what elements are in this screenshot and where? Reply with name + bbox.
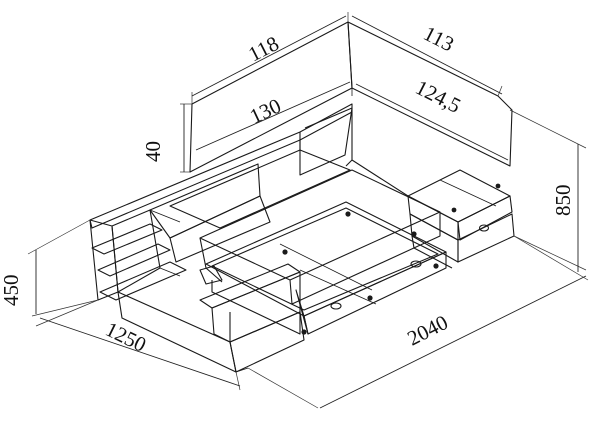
dim-1250: 1250 [102, 317, 150, 357]
dim-130: 130 [246, 93, 285, 128]
dim-2040: 2040 [403, 310, 451, 350]
side-drawer-unit [299, 112, 515, 269]
bed-frame [89, 103, 441, 373]
dim-124-5: 124,5 [412, 75, 465, 118]
dim-850: 850 [551, 185, 575, 217]
dimension-labels: 118 113 130 124,5 40 450 850 1250 2040 [0, 21, 575, 357]
center-drawer [205, 201, 447, 335]
dimension-lines [27, 12, 589, 409]
dim-40: 40 [141, 141, 165, 162]
dim-450: 450 [0, 275, 23, 307]
dim-118: 118 [244, 31, 282, 66]
dim-113: 113 [420, 21, 458, 56]
